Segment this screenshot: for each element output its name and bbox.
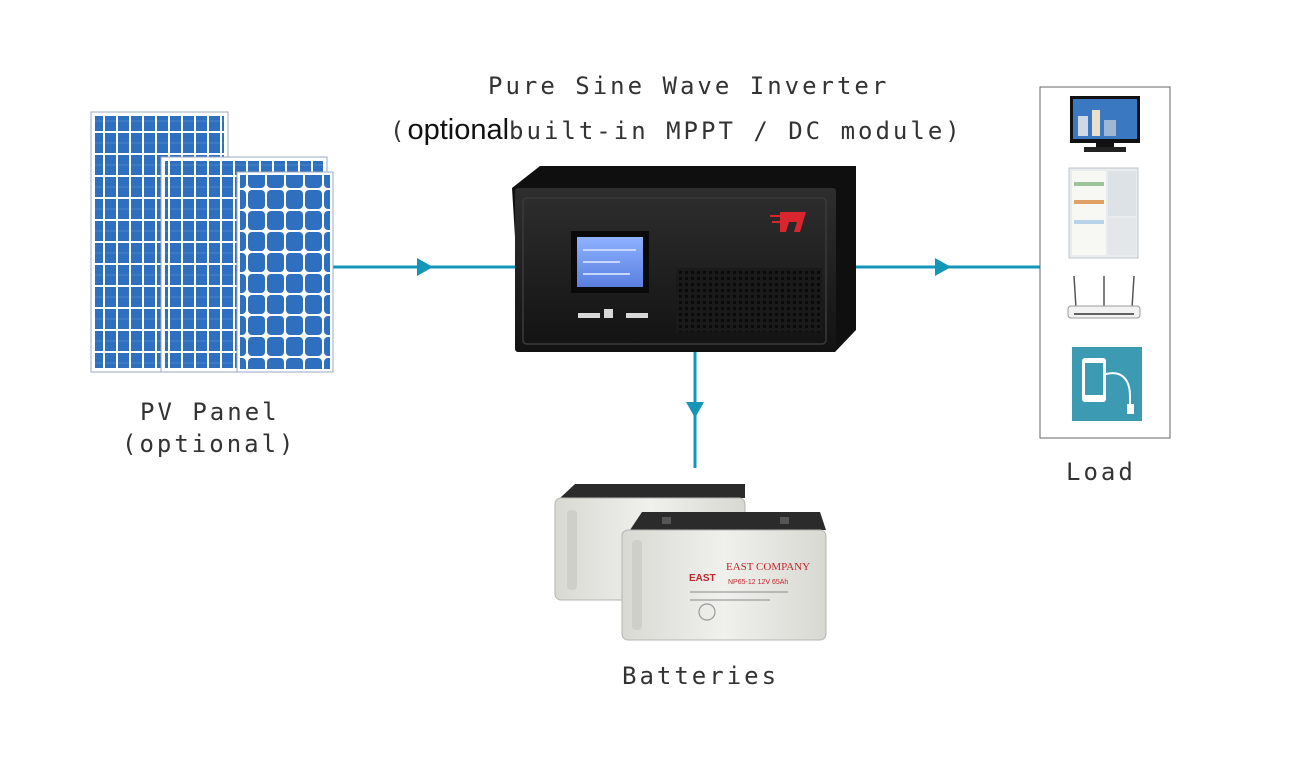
inverter-to-battery-arrow-icon <box>686 402 704 418</box>
tv-icon <box>1070 96 1140 152</box>
inverter-title-paren: ( <box>390 117 408 145</box>
refrigerator-icon <box>1068 167 1139 259</box>
inverter-image <box>512 166 856 352</box>
pv-panel-label: PV Panel <box>140 398 280 426</box>
batteries-image <box>554 484 827 641</box>
inverter-title-line1: Pure Sine Wave Inverter <box>488 72 890 100</box>
pv-panel-image <box>90 111 334 373</box>
inverter-title-line2: (optionalbuilt-in MPPT / DC module) <box>390 114 963 147</box>
connection-arrows <box>332 258 1040 468</box>
pv-to-inverter-arrow-icon <box>417 258 433 276</box>
router-icon <box>1067 275 1141 319</box>
batteries-label: Batteries <box>622 662 780 690</box>
load-box <box>1039 86 1171 439</box>
load-label: Load <box>1066 458 1136 486</box>
inverter-to-load-arrow-icon <box>935 258 951 276</box>
inverter-title-optional: optional <box>407 114 510 146</box>
inverter-title-rest: built-in MPPT / DC module) <box>509 117 963 145</box>
phone-charger-icon <box>1072 347 1142 421</box>
pv-panel-sublabel: (optional) <box>122 430 297 458</box>
